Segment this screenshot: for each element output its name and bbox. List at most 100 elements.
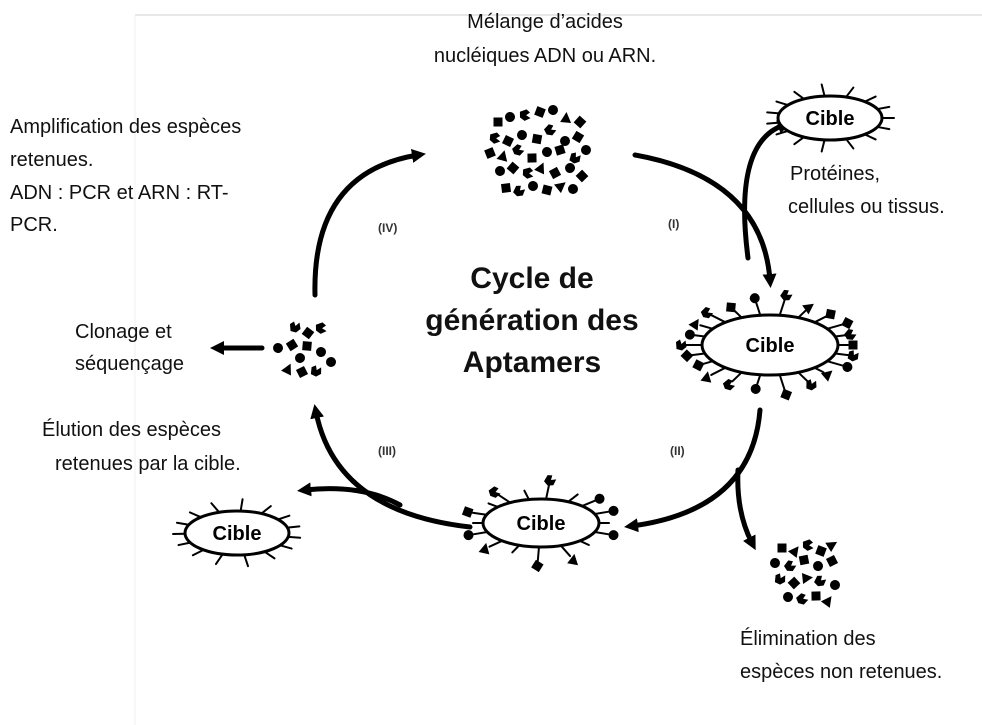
- receptor-spike: [472, 530, 489, 536]
- receptor-spike: [243, 553, 250, 568]
- receptor-spike: [766, 111, 781, 115]
- elimination-caption: Élimination des espèces non retenues.: [740, 627, 942, 683]
- receptor-spike: [593, 530, 610, 536]
- mixture-molecule-cluster: [484, 105, 591, 197]
- receptor-spike: [845, 137, 855, 150]
- molecule-folded: [676, 339, 687, 351]
- molecule-circle: [608, 530, 619, 541]
- molecule-circle: [326, 357, 336, 367]
- molecule-square: [484, 147, 496, 159]
- molecule-folded: [290, 321, 301, 333]
- target-label: Cible: [746, 335, 795, 357]
- molecule-triangle: [688, 318, 699, 331]
- molecule-square: [531, 133, 543, 145]
- molecule-square: [811, 591, 821, 601]
- amplification-line-2: retenues.: [10, 149, 93, 171]
- target-info-caption: Protéines, cellules ou tissus.: [788, 163, 945, 218]
- receptor-spike: [756, 373, 762, 386]
- molecule-folded: [569, 152, 581, 164]
- molecule-square: [285, 338, 299, 352]
- receptor-spike: [581, 499, 596, 508]
- molecule-circle: [749, 293, 760, 304]
- receptor-spike: [820, 138, 826, 153]
- arrow-elimination: [735, 467, 756, 551]
- molecule-folded: [796, 593, 809, 605]
- molecule-triangle: [700, 371, 712, 383]
- elimination-line-2: espèces non retenues.: [740, 661, 942, 683]
- molecule-triangle: [825, 541, 838, 553]
- molecule-triangle: [801, 573, 813, 584]
- step-iv-label: (IV): [378, 221, 397, 235]
- molecule-triangle: [534, 162, 545, 175]
- receptor-spike: [845, 86, 855, 99]
- target-label: Cible: [213, 523, 262, 545]
- molecule-circle: [594, 493, 605, 504]
- target-ellipse: [481, 497, 601, 549]
- receptor-spike: [471, 511, 488, 516]
- molecule-circle: [830, 580, 840, 590]
- molecule-circle: [750, 383, 761, 394]
- receptor-spike: [876, 105, 891, 111]
- molecule-folded: [783, 560, 797, 572]
- cloning-line-1: Clonage et: [75, 321, 172, 343]
- molecule-folded: [519, 109, 531, 121]
- receptor-spike: [593, 510, 610, 516]
- target-label: Cible: [517, 513, 566, 535]
- molecule-circle: [608, 505, 619, 516]
- receptor-spike: [175, 521, 190, 526]
- molecule-circle: [548, 105, 558, 115]
- arrow-step-iv: [312, 149, 426, 298]
- receptor-spike: [214, 553, 224, 566]
- molecule-square: [571, 130, 585, 144]
- molecule-circle: [560, 136, 570, 146]
- molecule-folded: [544, 124, 557, 136]
- molecule-square: [726, 302, 736, 313]
- molecule-folded: [488, 486, 501, 498]
- molecule-square: [680, 349, 694, 363]
- molecule-triangle: [820, 370, 833, 382]
- molecule-square: [493, 117, 503, 127]
- molecule-folded: [489, 132, 501, 144]
- arrow-elution: [297, 482, 403, 508]
- target-cell-eluted: Cible: [172, 498, 302, 568]
- cloning-caption: Clonage et séquençage: [75, 321, 184, 375]
- molecule-folded: [780, 289, 793, 301]
- target-cell-bound: Cible: [461, 475, 619, 573]
- target-info-line-2: cellules ou tissus.: [788, 196, 945, 218]
- step-i-label: (I): [668, 217, 679, 231]
- molecule-square: [573, 115, 587, 129]
- receptor-spike: [834, 352, 850, 357]
- mixture-caption: Mélange d’acides nucléiques ADN ou ARN.: [434, 11, 656, 67]
- receptor-spike: [876, 125, 891, 131]
- receptor-spike: [536, 545, 540, 562]
- molecule-folded: [847, 350, 859, 362]
- molecule-circle: [565, 163, 575, 173]
- target-cell-top: Cible: [766, 83, 895, 153]
- elimination-line-1: Élimination des: [740, 627, 876, 650]
- molecule-square: [825, 308, 836, 320]
- molecule-circle: [463, 530, 474, 541]
- receptor-spike: [778, 299, 786, 317]
- molecule-square: [848, 340, 858, 350]
- molecule-square: [815, 545, 827, 557]
- molecule-square: [531, 559, 544, 573]
- molecule-folded: [544, 475, 557, 486]
- molecule-folded: [802, 539, 814, 551]
- molecule-square: [798, 554, 810, 566]
- molecule-triangle: [567, 553, 579, 566]
- receptor-spike: [755, 301, 762, 317]
- receptor-spike: [731, 371, 743, 383]
- receptor-spike: [559, 544, 572, 558]
- receptor-spike: [210, 502, 221, 514]
- molecule-circle: [783, 592, 793, 602]
- molecule-square: [554, 144, 566, 156]
- molecule-circle: [770, 558, 780, 568]
- receptor-spike: [813, 315, 828, 324]
- molecule-triangle: [281, 363, 291, 376]
- molecule-square: [506, 161, 520, 175]
- receptor-spike: [826, 360, 844, 367]
- amplification-line-4: PCR.: [10, 214, 58, 236]
- receptor-spike: [766, 121, 781, 125]
- target-label: Cible: [806, 108, 855, 130]
